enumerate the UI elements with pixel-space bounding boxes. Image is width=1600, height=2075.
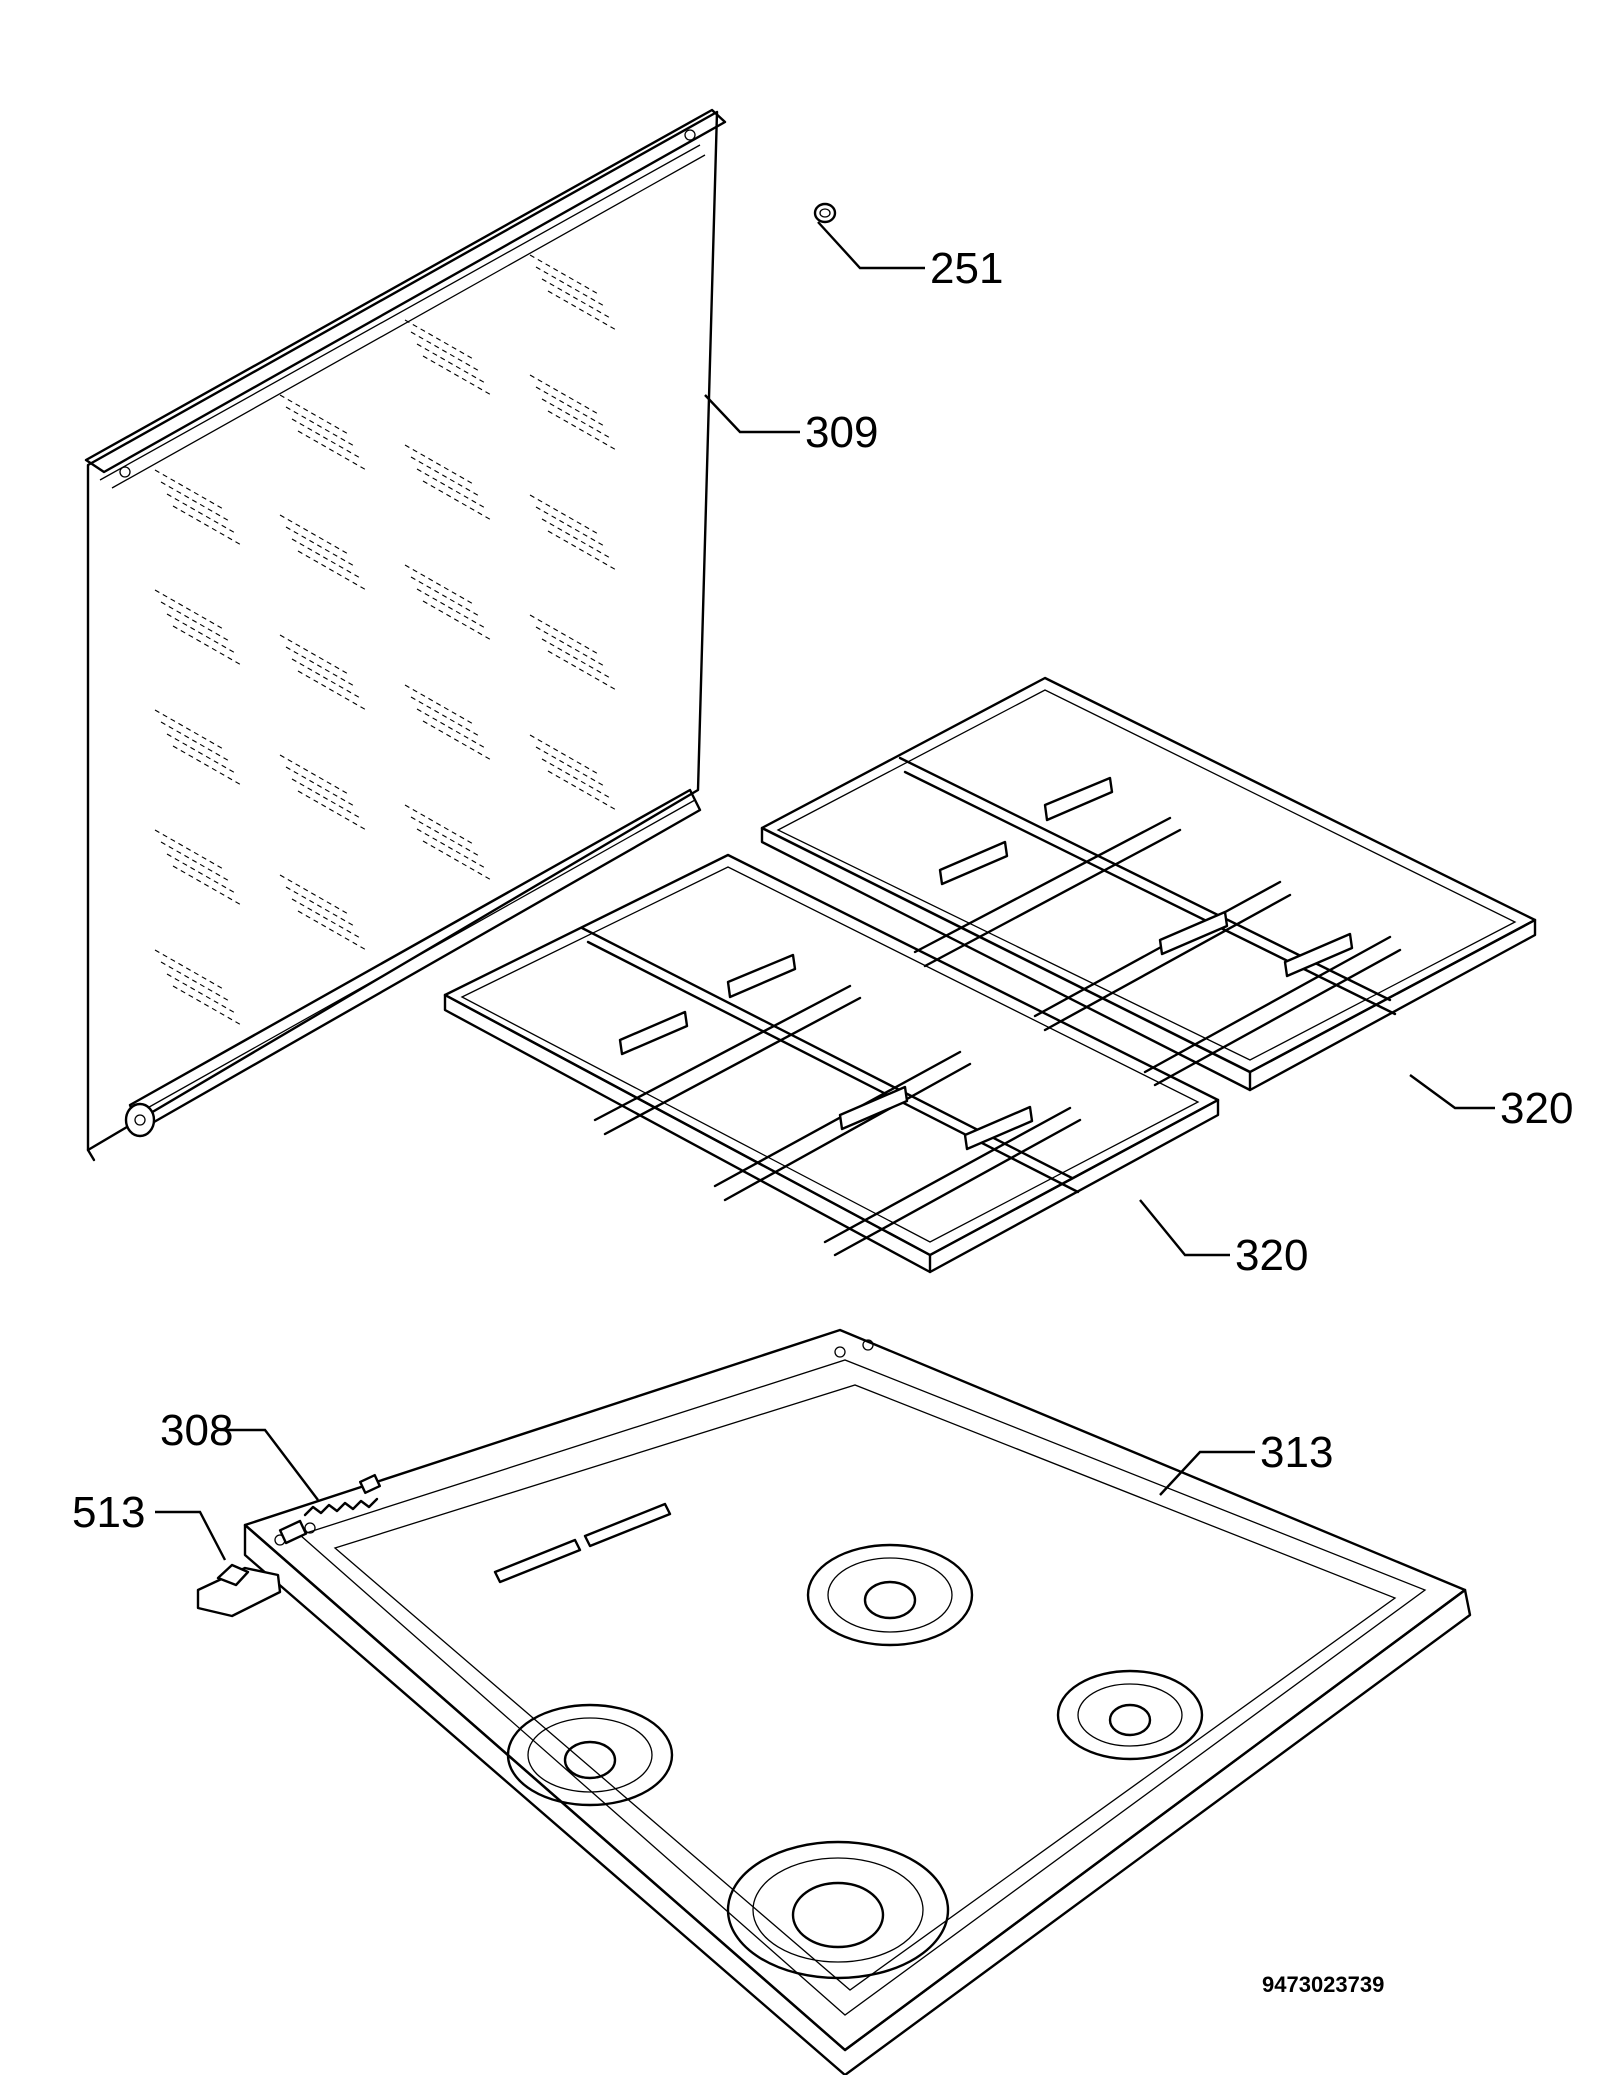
part-251-knob — [813, 202, 837, 224]
part-513-clip — [196, 1563, 282, 1618]
leader-lines — [155, 221, 1495, 1561]
part-308-spring — [278, 1473, 381, 1545]
part-320-pan-support-rear — [760, 676, 1537, 1092]
glass-hatch-pattern — [154, 254, 619, 1027]
callout-513: 513 — [72, 1488, 145, 1537]
callout-320-front: 320 — [1235, 1231, 1308, 1280]
callout-309: 309 — [805, 408, 878, 457]
part-320-pan-support-front — [443, 853, 1220, 1274]
callout-320-rear: 320 — [1500, 1084, 1573, 1133]
part-309-glass-lid — [84, 108, 727, 1162]
burner-front-large — [726, 1840, 950, 1980]
burner-right — [1056, 1669, 1204, 1761]
callout-308: 308 — [160, 1406, 233, 1455]
callout-313: 313 — [1260, 1428, 1333, 1477]
part-313-hob-top — [243, 1328, 1472, 2075]
burner-left — [506, 1703, 674, 1807]
drawing-reference-number: 9473023739 — [1262, 1972, 1384, 1997]
callout-251: 251 — [930, 244, 1003, 293]
burner-rear — [806, 1543, 974, 1647]
